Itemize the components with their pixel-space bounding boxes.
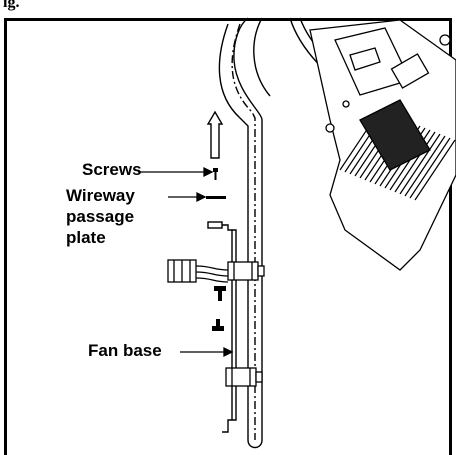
wireway-plate [206,196,226,199]
heatsink-fin [414,139,456,201]
heatsink-fin [404,135,446,197]
heatsink-fin [394,131,436,193]
wireway-label-line2: passage [66,207,135,226]
clamp-upper [227,261,265,281]
heatsink-fin [409,137,451,199]
heatsink-assembly [309,19,456,271]
wireway-label-line1: Wireway [66,186,135,205]
enclosure-outer-wall [218,17,263,449]
figure-frame [4,18,452,455]
up-arrow-icon [206,110,224,159]
heatsink-fin [399,133,441,195]
wireway-label-line3: plate [66,228,106,247]
screw-icon [213,168,218,180]
clip-2 [212,319,224,331]
leader-lines [138,166,234,358]
connector [167,259,229,283]
clamp-lower [225,367,263,387]
figure-caption: ig. [3,0,20,11]
clip-1 [214,286,226,301]
fan-base-label: Fan base [88,341,162,360]
screws-label: Screws [82,160,142,179]
